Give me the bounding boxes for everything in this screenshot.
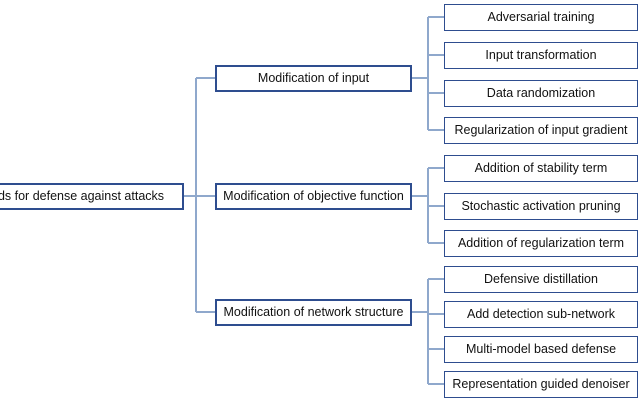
leaf-node-representation-guided-denoiser[interactable]: Representation guided denoiser bbox=[444, 371, 638, 398]
branch-node-modification-of-input[interactable]: Modification of input bbox=[215, 65, 412, 92]
leaf-node-data-randomization[interactable]: Data randomization bbox=[444, 80, 638, 107]
branch-node-label: Modification of objective function bbox=[223, 189, 404, 204]
leaf-node-label: Representation guided denoiser bbox=[452, 377, 630, 392]
leaf-node-label: Defensive distillation bbox=[484, 272, 598, 287]
leaf-node-label: Data randomization bbox=[486, 86, 596, 101]
leaf-node-add-detection-sub-network[interactable]: Add detection sub-network bbox=[444, 301, 638, 328]
root-node[interactable]: ds for defense against attacks bbox=[0, 183, 184, 210]
leaf-node-label: Addition of regularization term bbox=[457, 236, 625, 251]
branch-node-label: Modification of input bbox=[257, 71, 370, 86]
branch-node-modification-of-network-structure[interactable]: Modification of network structure bbox=[215, 299, 412, 326]
leaf-node-label: Input transformation bbox=[485, 48, 597, 63]
leaf-node-label: Stochastic activation pruning bbox=[461, 199, 621, 214]
leaf-node-label: Add detection sub-network bbox=[466, 307, 615, 322]
root-node-label: ds for defense against attacks bbox=[0, 189, 165, 204]
leaf-node-regularization-of-input-gradient[interactable]: Regularization of input gradient bbox=[444, 117, 638, 144]
leaf-node-label: Addition of stability term bbox=[474, 161, 608, 176]
leaf-node-stochastic-activation-pruning[interactable]: Stochastic activation pruning bbox=[444, 193, 638, 220]
leaf-node-adversarial-training[interactable]: Adversarial training bbox=[444, 4, 638, 31]
leaf-node-addition-of-regularization-term[interactable]: Addition of regularization term bbox=[444, 230, 638, 257]
branch-node-modification-of-objective-function[interactable]: Modification of objective function bbox=[215, 183, 412, 210]
leaf-node-label: Adversarial training bbox=[487, 10, 595, 25]
branch-node-label: Modification of network structure bbox=[223, 305, 404, 320]
leaf-node-input-transformation[interactable]: Input transformation bbox=[444, 42, 638, 69]
leaf-node-multi-model-based-defense[interactable]: Multi-model based defense bbox=[444, 336, 638, 363]
leaf-node-label: Multi-model based defense bbox=[465, 342, 617, 357]
leaf-node-label: Regularization of input gradient bbox=[454, 123, 628, 138]
leaf-node-addition-of-stability-term[interactable]: Addition of stability term bbox=[444, 155, 638, 182]
leaf-node-defensive-distillation[interactable]: Defensive distillation bbox=[444, 266, 638, 293]
